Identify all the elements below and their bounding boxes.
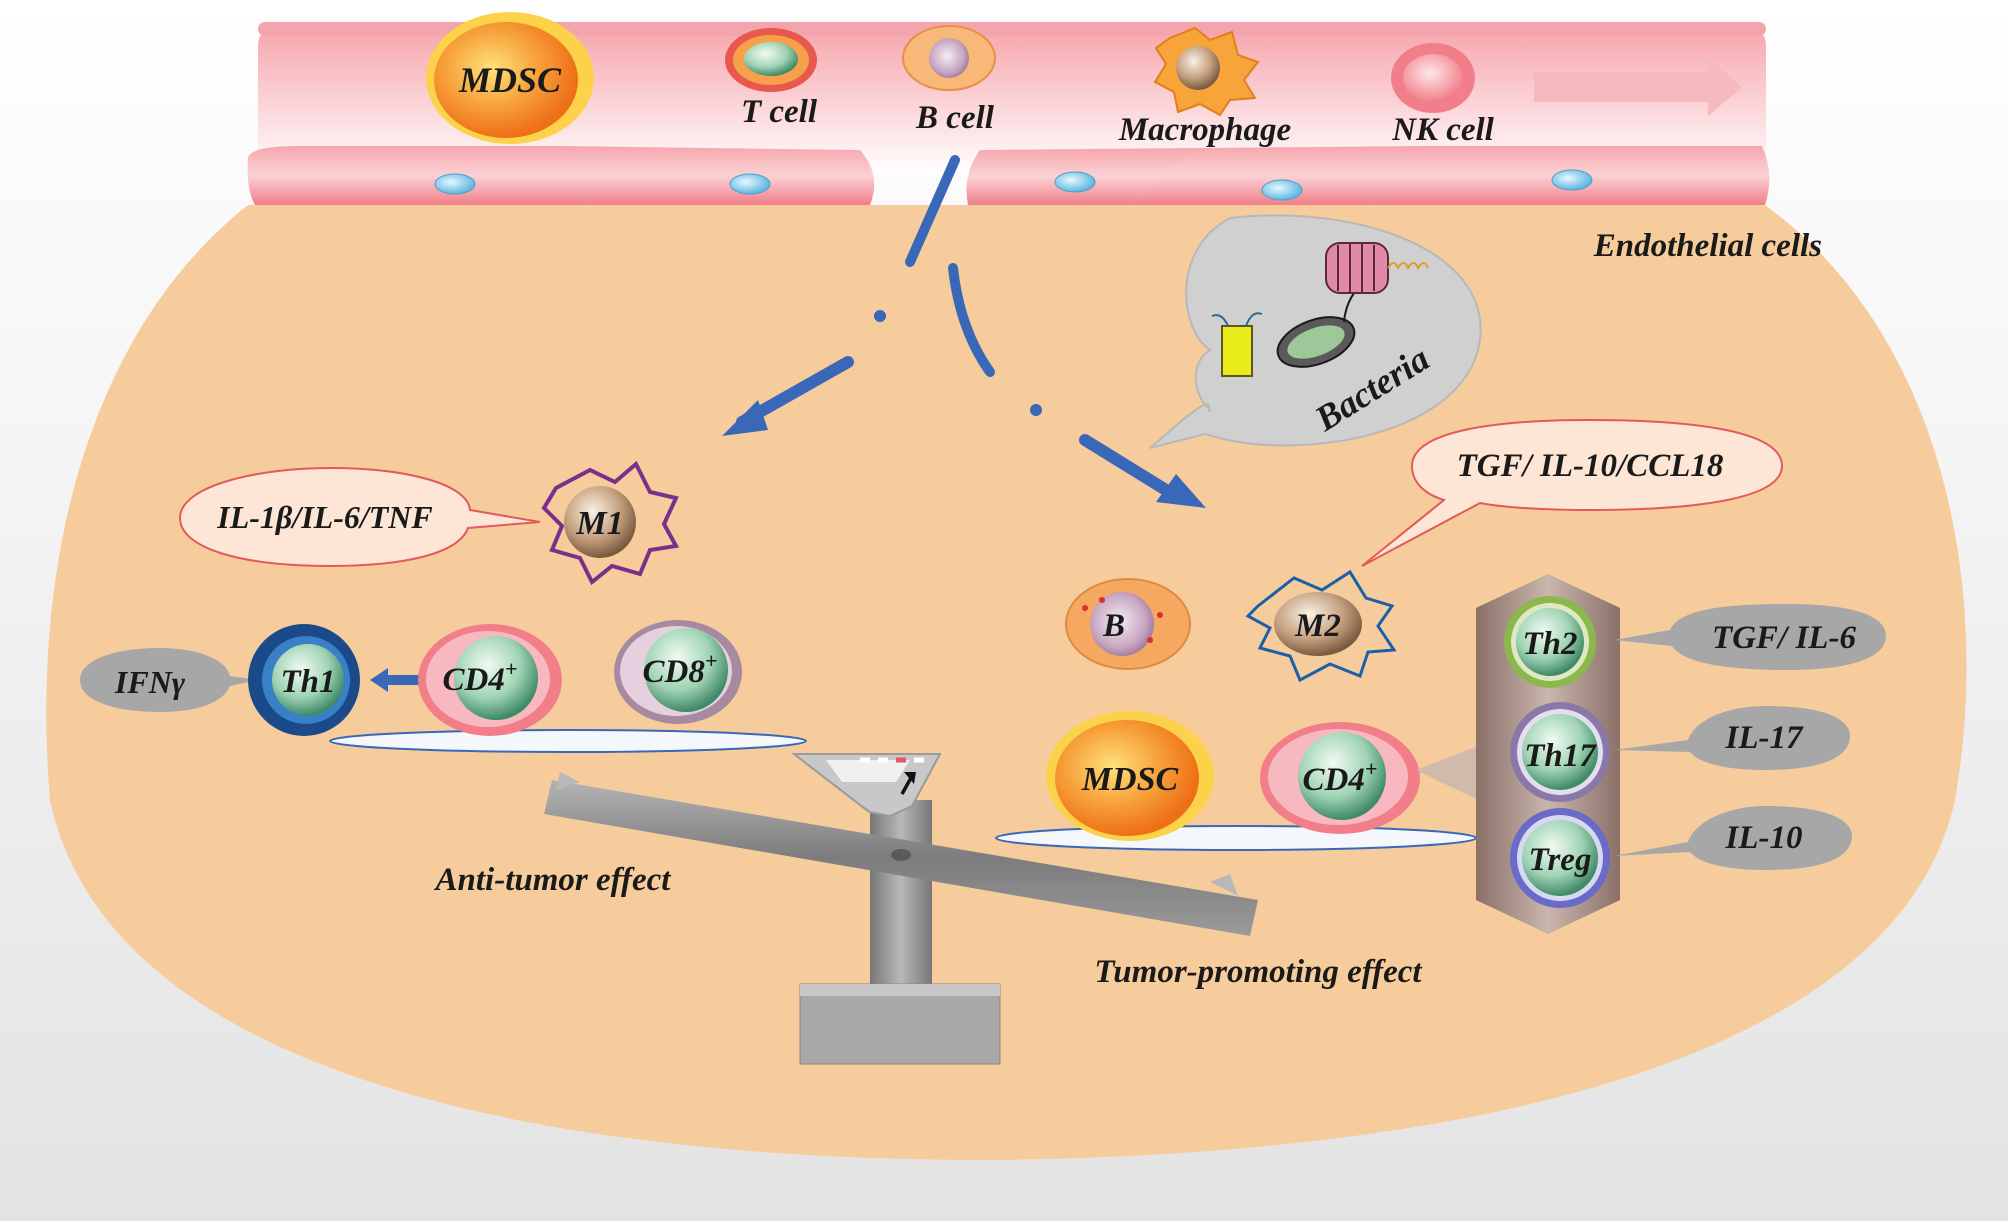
balance-scale	[544, 753, 1258, 1065]
endothelial-nucleus	[434, 173, 476, 195]
m1-macrophage	[541, 460, 680, 586]
mdsc-pro	[1046, 711, 1214, 841]
mdsc-circulating	[426, 12, 594, 144]
migration-dash	[905, 155, 960, 267]
endothelial-cell	[247, 146, 591, 205]
th17-label: Th17	[1524, 738, 1597, 774]
endothelial-cells-label: Endothelial cells	[1593, 228, 1822, 264]
il10-callout	[1614, 806, 1852, 870]
arrow-to-pro-tumor	[1079, 434, 1172, 496]
migration-lines	[905, 155, 995, 377]
scale-dial	[826, 760, 910, 782]
endothelial-nucleus	[1261, 179, 1303, 201]
m1-cytokine-bubble	[178, 466, 541, 568]
macrophage-label: Macrophage	[1118, 112, 1291, 148]
th2-label: Th2	[1522, 626, 1577, 662]
cd4-cell-pro	[1260, 722, 1420, 834]
endothelial-cell	[1130, 146, 1430, 205]
cd4-to-pillar-connector	[1416, 746, 1478, 800]
scale-base	[799, 983, 1001, 1065]
mdsc-pro-label: MDSC	[1081, 761, 1179, 798]
th1-cell	[248, 624, 360, 736]
th2-cell	[1504, 596, 1596, 688]
b-cell-circulating	[902, 25, 996, 91]
treg-label: Treg	[1529, 842, 1592, 878]
th17-cell	[1510, 702, 1610, 802]
ifn-callout	[80, 648, 258, 712]
bacterium-rod-icon	[1211, 312, 1263, 377]
m2-label: M2	[1294, 608, 1341, 644]
arrow-to-anti-tumor-head	[722, 400, 768, 436]
cd8-sup: +	[705, 648, 718, 673]
tumor-promoting-pan	[995, 825, 1477, 851]
scale-pivot	[891, 849, 911, 861]
cd8-cell	[614, 620, 742, 724]
b-cell-pro	[1065, 578, 1191, 670]
blood-vessel	[247, 22, 1770, 205]
mdsc-label: MDSC	[458, 60, 562, 100]
scale-post	[870, 800, 932, 990]
il17-callout	[1614, 706, 1850, 770]
vessel-upper-wall	[258, 22, 1766, 36]
m1-label: M1	[575, 505, 623, 542]
scale-base-top	[800, 984, 1000, 996]
ifn-label: IFNγ	[114, 664, 186, 700]
t-cell-circulating	[725, 28, 817, 92]
blood-flow-arrow	[1534, 58, 1742, 116]
th2-cytokines-label: TGF/ IL-6	[1712, 620, 1856, 656]
il17-label: IL-17	[1725, 720, 1804, 756]
cd4-anti-text: CD4	[443, 662, 505, 698]
scale-beam-tip-right	[1210, 874, 1238, 896]
endothelial-nucleus	[729, 173, 771, 195]
cd4-anti-sup: +	[505, 656, 518, 681]
cd4-anti-label: CD4+	[443, 656, 518, 698]
vessel-lumen	[258, 25, 1766, 175]
cd8-label: CD8+	[643, 648, 718, 690]
cd4-to-th1-arrowhead	[370, 668, 388, 692]
scale-beam-tip	[556, 772, 580, 790]
anti-tumor-pan	[329, 729, 807, 753]
b-cell-label: B cell	[915, 100, 995, 136]
macrophage-circulating	[1153, 26, 1260, 117]
cd4-pro-text: CD4	[1303, 762, 1365, 798]
m2-cytokine-bubble	[1361, 418, 1784, 567]
m2-cytokines-label: TGF/ IL-10/CCL18	[1457, 448, 1724, 484]
cd4-pro-sup: +	[1365, 756, 1378, 781]
th2-cytokine-callout	[1614, 604, 1886, 670]
scale-needle-head	[904, 772, 916, 784]
m1-cytokines-label: IL-1β/IL-6/TNF	[216, 499, 432, 535]
migration-dot	[1030, 404, 1042, 416]
nk-cell-circulating	[1391, 43, 1475, 113]
bacterium-capsule-icon	[1325, 242, 1429, 294]
bacterium-coiled-icon	[1276, 285, 1361, 368]
endothelial-nucleus	[1551, 169, 1593, 191]
arrow-to-pro-tumor-head	[1156, 474, 1206, 508]
cd4-cell-anti	[418, 624, 562, 736]
cd4-pro-label: CD4+	[1303, 756, 1378, 798]
b-pro-label: B	[1102, 608, 1125, 644]
endothelial-cell	[560, 146, 875, 205]
th1-label: Th1	[280, 664, 335, 700]
nk-cell-label: NK cell	[1391, 112, 1495, 148]
il10-label: IL-10	[1725, 820, 1803, 856]
treg-cell	[1510, 808, 1610, 908]
migration-dash	[948, 263, 995, 377]
t-cell-label: T cell	[741, 94, 818, 130]
m2-macrophage	[1245, 569, 1397, 683]
migration-dot	[874, 310, 886, 322]
endothelial-nucleus	[1054, 171, 1096, 193]
anti-tumor-effect-label: Anti-tumor effect	[434, 862, 672, 898]
tumor-promoting-effect-label: Tumor-promoting effect	[1094, 954, 1422, 990]
cd8-text: CD8	[643, 654, 705, 690]
